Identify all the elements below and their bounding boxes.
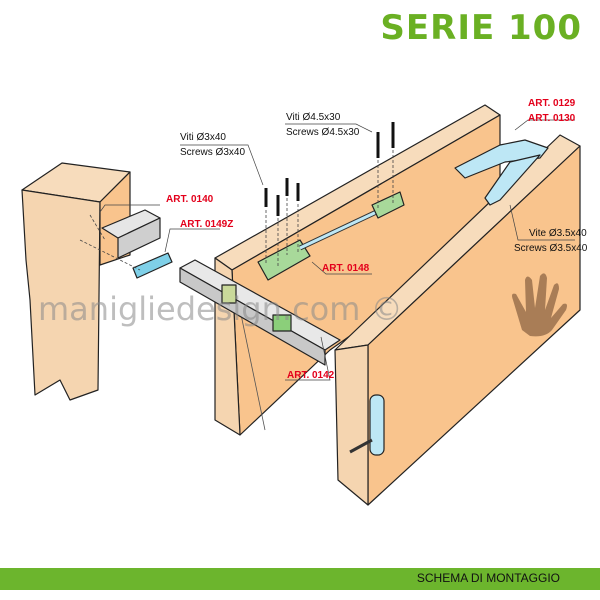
- guide-art-0142: [272, 314, 292, 332]
- label-vite-3-5x40: Vite Ø3.5x40: [529, 228, 587, 239]
- plate-art-0149z: [132, 252, 173, 279]
- pivot-art-0148: [257, 191, 405, 281]
- label-art-0148: ART. 0148: [322, 263, 370, 274]
- door-panel-right: [334, 134, 581, 506]
- footer-bar: SCHEMA DI MONTAGGIO: [0, 568, 600, 590]
- label-art-0142: ART. 0142: [287, 370, 335, 381]
- label-screws-3-5x40: Screws Ø3.5x40: [514, 243, 588, 254]
- door-panel-left: [214, 104, 501, 436]
- hinge: [349, 394, 385, 456]
- label-viti-3x40: Viti Ø3x40: [180, 132, 226, 143]
- series-title: SERIE 100: [380, 8, 582, 48]
- label-screws-4-5x30: Screws Ø4.5x30: [286, 127, 360, 138]
- footer-caption: SCHEMA DI MONTAGGIO: [416, 571, 560, 585]
- wall-block: [21, 162, 131, 401]
- label-art-0149z: ART. 0149Z: [180, 219, 233, 230]
- hand-logo-icon: [512, 273, 567, 337]
- wall-bracket-art-0140: [101, 209, 161, 259]
- label-art-0140: ART. 0140: [166, 194, 214, 205]
- watermark: manigliedesign.com ©: [38, 290, 403, 328]
- roller-carriage: [221, 284, 237, 304]
- label-viti-4-5x30: Viti Ø4.5x30: [286, 112, 341, 123]
- track-rail: [179, 259, 341, 366]
- label-art-0130: ART. 0130: [528, 113, 576, 124]
- label-screws-3x40: Screws Ø3x40: [180, 147, 245, 158]
- label-art-0129: ART. 0129: [528, 98, 576, 109]
- screws: [264, 122, 395, 216]
- bracket-art-0129-0130: [454, 139, 549, 206]
